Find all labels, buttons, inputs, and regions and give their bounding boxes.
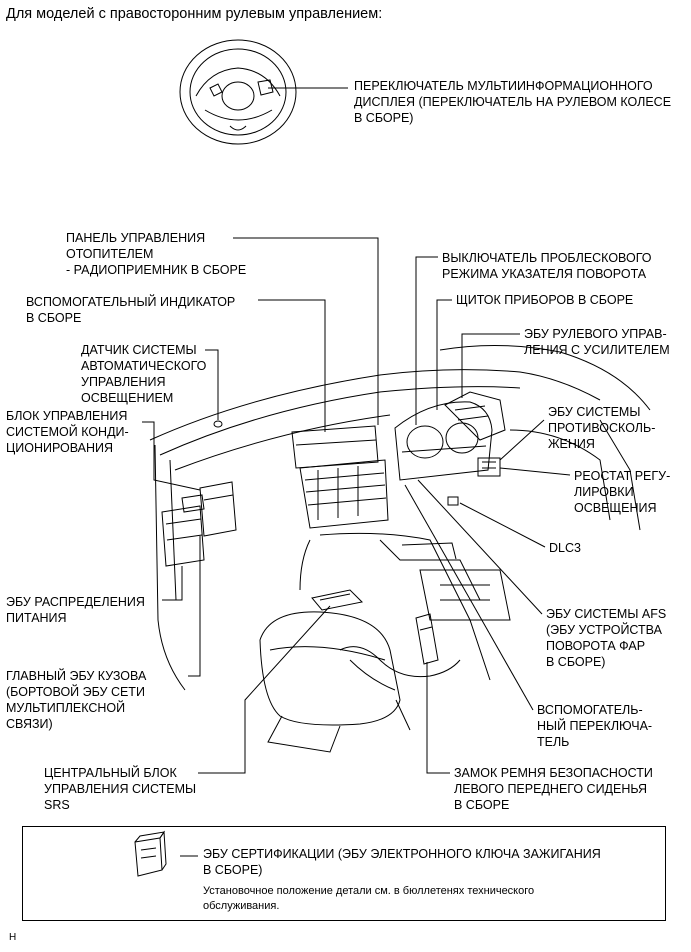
label-multi-info-switch: ПЕРЕКЛЮЧАТЕЛЬ МУЛЬТИИНФОРМАЦИОННОГО ДИСП… [354, 79, 672, 125]
label-power-dist-ecu: ЭБУ РАСПРЕДЕЛЕНИЯ ПИТАНИЯ [6, 595, 145, 625]
label-main-body-ecu: ГЛАВНЫЙ ЭБУ КУЗОВА (БОРТОВОЙ ЭБУ СЕТИ МУ… [6, 669, 147, 731]
label-auto-light-sensor: ДАТЧИК СИСТЕМЫ АВТОМАТИЧЕСКОГО УПРАВЛЕНИ… [81, 343, 207, 405]
label-instrument-cluster: ЩИТОК ПРИБОРОВ В СБОРЕ [456, 293, 634, 307]
label-aux-switch: ВСПОМОГАТЕЛЬ- НЫЙ ПЕРЕКЛЮЧА- ТЕЛЬ [537, 703, 653, 749]
certification-ecu-box [22, 826, 666, 921]
certification-ecu-title: ЭБУ СЕРТИФИКАЦИИ (ЭБУ ЭЛЕКТРОННОГО КЛЮЧА… [203, 847, 601, 877]
label-aux-indicator: ВСПОМОГАТЕЛЬНЫЙ ИНДИКАТОР В СБОРЕ [26, 295, 236, 325]
label-eps-ecu: ЭБУ РУЛЕВОГО УПРАВ- ЛЕНИЯ С УСИЛИТЕЛЕМ [524, 327, 670, 357]
label-heater-panel: ПАНЕЛЬ УПРАВЛЕНИЯ ОТОПИТЕЛЕМ - РАДИОПРИЕ… [66, 231, 247, 277]
leader-lines [142, 87, 571, 774]
label-seatbelt-buckle: ЗАМОК РЕМНЯ БЕЗОПАСНОСТИ ЛЕВОГО ПЕРЕДНЕГ… [454, 766, 653, 812]
dashboard-drawing [149, 344, 651, 753]
label-rheostat: РЕОСТАТ РЕГУ- ЛИРОВКИ ОСВЕЩЕНИЯ [574, 469, 671, 515]
certification-ecu-note: Установочное положение детали см. в бюлл… [203, 885, 535, 912]
label-pcs-ecu: ЭБУ СИСТЕМЫ ПРОТИВОСКОЛЬ- ЖЕНИЯ [548, 405, 656, 451]
label-ac-amplifier: БЛОК УПРАВЛЕНИЯ СИСТЕМОЙ КОНДИ- ЦИОНИРОВ… [6, 409, 129, 455]
certification-ecu-drawing [134, 830, 198, 877]
label-srs-center: ЦЕНТРАЛЬНЫЙ БЛОК УПРАВЛЕНИЯ СИСТЕМЫ SRS [44, 766, 197, 812]
corner-mark: H [9, 932, 17, 943]
steering-wheel-drawing [179, 39, 297, 145]
label-hazard-switch: ВЫКЛЮЧАТЕЛЬ ПРОБЛЕСКОВОГО РЕЖИМА УКАЗАТЕ… [442, 251, 652, 281]
label-afs-ecu: ЭБУ СИСТЕМЫ AFS (ЭБУ УСТРОЙСТВА ПОВОРОТА… [546, 607, 667, 669]
label-dlc3: DLC3 [549, 541, 581, 555]
page-title: Для моделей с правосторонним рулевым упр… [6, 6, 383, 22]
